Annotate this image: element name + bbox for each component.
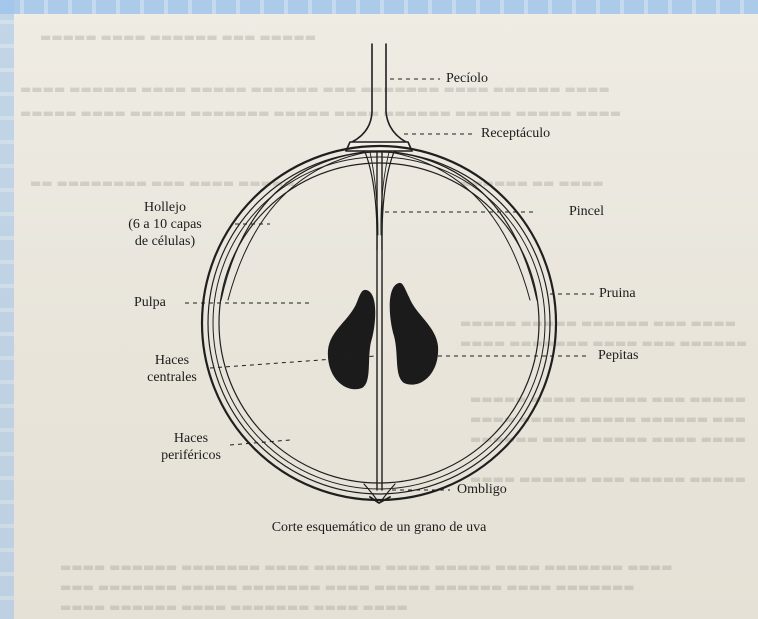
label-hollejo-line2: (6 a 10 capas — [98, 216, 232, 233]
label-pepitas: Pepitas — [598, 347, 638, 364]
label-haces-centrales-line1: Haces — [134, 352, 210, 369]
label-pincel: Pincel — [569, 203, 604, 220]
label-haces-perifericos: Haces periféricos — [150, 430, 232, 464]
label-pruina: Pruina — [599, 285, 636, 302]
seed-left — [328, 290, 375, 389]
label-ombligo: Ombligo — [457, 481, 507, 498]
label-haces-centrales: Haces centrales — [134, 352, 210, 386]
label-haces-perifericos-line1: Haces — [150, 430, 232, 447]
label-haces-centrales-line2: centrales — [134, 369, 210, 386]
skin-inner-ring — [219, 163, 539, 483]
seed-right — [390, 283, 438, 385]
leader-haces-perifericos — [230, 440, 290, 445]
label-hollejo-line1: Hollejo — [98, 199, 232, 216]
petiole-left-edge — [352, 44, 372, 142]
peripheral-bundle-right-a — [394, 152, 537, 300]
label-hollejo: Hollejo (6 a 10 capas de células) — [98, 199, 232, 250]
label-receptaculo: Receptáculo — [481, 125, 550, 142]
label-haces-perifericos-line2: periféricos — [150, 447, 232, 464]
label-peciolo: Pecíolo — [446, 70, 488, 87]
peripheral-bundle-left-a — [221, 152, 364, 300]
figure-caption: Corte esquemático de un grano de uva — [0, 520, 758, 536]
skin-ring-2 — [208, 152, 550, 494]
skin-outer-ring — [202, 146, 556, 500]
pincel-right — [382, 152, 394, 250]
pincel-left — [365, 152, 377, 250]
petiole-right-edge — [386, 44, 406, 142]
label-pulpa: Pulpa — [134, 294, 166, 311]
label-hollejo-line3: de células) — [98, 233, 232, 250]
